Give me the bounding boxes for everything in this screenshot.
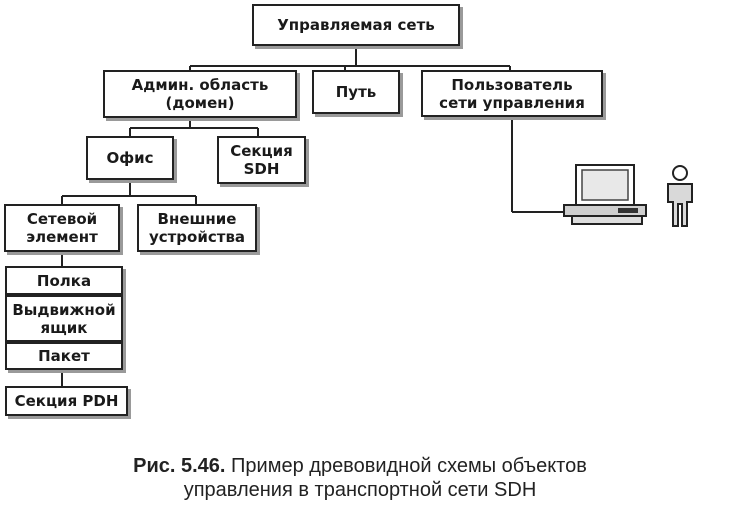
node-pdh-section: Секция PDH — [5, 386, 128, 416]
caption-text-1: Пример древовидной схемы объектов — [231, 455, 587, 477]
node-network-element: Сетевой элемент — [4, 204, 120, 252]
node-office: Офис — [86, 136, 174, 180]
node-drawer: Выдвижной ящик — [5, 295, 123, 342]
node-admin-domain: Админ. область (домен) — [103, 70, 297, 118]
node-mgmt-user: Пользователь сети управления — [421, 70, 603, 117]
figure-caption: Рис. 5.46. Пример древовидной схемы объе… — [80, 454, 640, 502]
computer-icon — [563, 164, 647, 225]
person-icon — [667, 165, 693, 227]
caption-line-1: Рис. 5.46. Пример древовидной схемы объе… — [80, 454, 640, 478]
caption-text-2: управления в транспортной сети SDH — [183, 479, 537, 501]
node-shelf: Полка — [5, 266, 123, 295]
caption-line-2: управления в транспортной сети SDH — [80, 478, 640, 502]
node-packet: Пакет — [5, 342, 123, 370]
node-path: Путь — [312, 70, 400, 114]
node-external-devices: Внешние устройства — [137, 204, 257, 252]
node-sdh-section: Секция SDH — [217, 136, 306, 184]
caption-number: Рис. 5.46. — [133, 455, 226, 477]
node-root: Управляемая сеть — [252, 4, 460, 46]
